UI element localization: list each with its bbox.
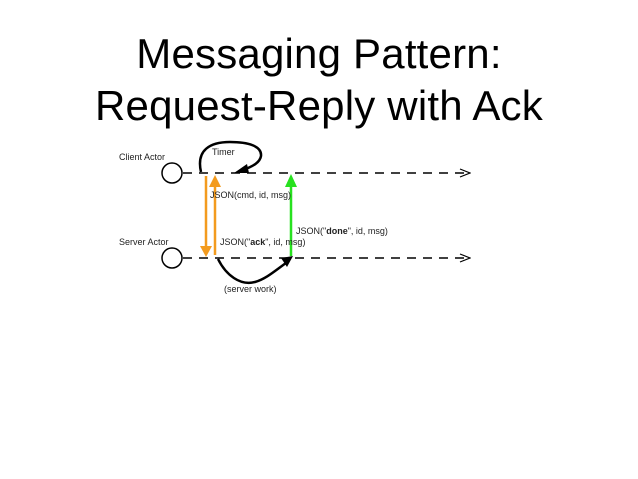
server-actor-circle [161, 247, 183, 269]
ack-label: JSON("ack", id, msg) [220, 237, 305, 247]
client-actor-label: Client Actor [119, 152, 165, 162]
request-label: JSON(cmd, id, msg) [210, 190, 291, 200]
title-line-1: Messaging Pattern: [136, 30, 502, 77]
ack-arrow-head [209, 175, 221, 187]
server-work-curve [216, 258, 287, 285]
client-actor-circle [161, 162, 183, 184]
timer-loop [198, 140, 263, 173]
timer-arrow-head [234, 164, 249, 173]
done-label: JSON("done", id, msg) [296, 226, 388, 236]
server-work-arrow-head [281, 256, 293, 267]
request-arrow-head [200, 246, 212, 257]
title-line-2: Request-Reply with Ack [95, 82, 543, 129]
server-work-label: (server work) [224, 284, 277, 294]
done-arrow-head [285, 174, 297, 187]
timer-label: Timer [212, 147, 235, 157]
server-actor-label: Server Actor [119, 237, 169, 247]
